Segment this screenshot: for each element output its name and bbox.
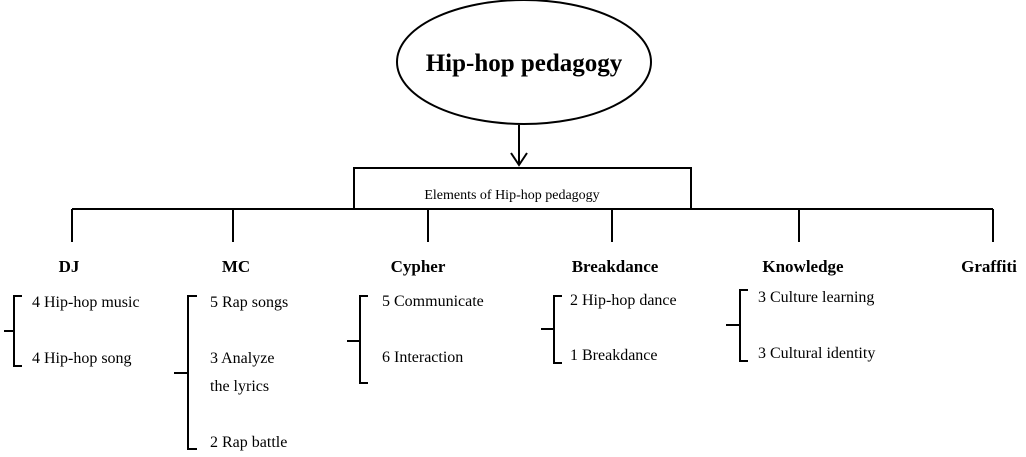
item-mc-2-line-1: 3 Analyze <box>210 350 274 367</box>
category-cypher: Cypher <box>391 257 446 276</box>
elements-label: Elements of Hip-hop pedagogy <box>424 188 599 203</box>
item-mc-2-line-2: the lyrics <box>210 378 269 395</box>
item-mc-2: 3 Analyze the lyrics <box>210 350 278 395</box>
item-knowledge-2: 3 Cultural identity <box>758 345 875 362</box>
item-breakdance-2: 1 Breakdance <box>570 347 658 364</box>
elements-box <box>353 167 692 209</box>
item-mc-1: 5 Rap songs <box>210 294 288 311</box>
category-breakdance: Breakdance <box>572 257 659 276</box>
bracket-cypher <box>347 295 368 384</box>
root-ellipse <box>396 0 652 125</box>
item-cypher-1: 5 Communicate <box>382 293 484 310</box>
root-title: Hip-hop pedagogy <box>426 50 623 77</box>
bracket-mc <box>174 295 197 450</box>
category-knowledge: Knowledge <box>762 257 844 276</box>
item-dj-1: 4 Hip-hop music <box>32 294 140 311</box>
item-mc-3: 2 Rap battle <box>210 434 287 451</box>
category-graffiti: Graffiti <box>961 257 1017 276</box>
item-knowledge-1: 3 Culture learning <box>758 289 874 306</box>
category-mc: MC <box>222 257 250 276</box>
item-breakdance-1: 2 Hip-hop dance <box>570 292 677 309</box>
bracket-dj <box>4 295 22 367</box>
item-dj-2: 4 Hip-hop song <box>32 350 132 367</box>
item-cypher-2: 6 Interaction <box>382 349 463 366</box>
category-dj: DJ <box>59 257 80 276</box>
bracket-breakdance <box>541 295 562 364</box>
bracket-knowledge <box>726 289 748 362</box>
root-arrow-head <box>510 152 528 167</box>
